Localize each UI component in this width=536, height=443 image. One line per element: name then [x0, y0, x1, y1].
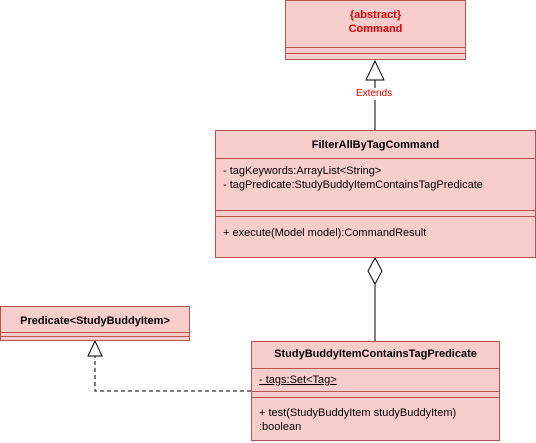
filter-command-name: FilterAllByTagCommand: [311, 139, 440, 151]
aggregation-diamond: [367, 256, 383, 286]
predicate-separator-2: [1, 336, 189, 337]
tag-predicate-separator-attrs-1: [252, 391, 499, 392]
command-class[interactable]: {abstract} Command: [285, 0, 466, 60]
filter-command-attribute: - tagKeywords:ArrayList<String>: [223, 165, 382, 177]
tag-predicate-name: StudyBuddyItemContainsTagPredicate: [274, 348, 477, 360]
filter-command-separator-name: [216, 158, 535, 159]
command-name: Command: [348, 23, 403, 35]
realization-line: [94, 356, 251, 392]
tag-predicate-separator-attrs-2: [252, 397, 499, 398]
tag-predicate-separator-name: [252, 368, 499, 369]
extends-arrowhead: [365, 59, 385, 81]
tag-predicate-class[interactable]: StudyBuddyItemContainsTagPredicate - tag…: [251, 341, 500, 441]
tag-predicate-method-return: :boolean: [259, 421, 302, 433]
predicate-interface-name: Predicate<StudyBuddyItem>: [20, 315, 170, 327]
predicate-interface-class[interactable]: Predicate<StudyBuddyItem>: [0, 306, 190, 341]
command-separator-2: [286, 53, 465, 54]
realization-arrowhead: [87, 339, 103, 357]
filter-command-separator-attrs-1: [216, 210, 535, 211]
command-stereotype: {abstract}: [349, 9, 402, 21]
filter-command-separator-attrs-2: [216, 216, 535, 217]
tag-predicate-method: + test(StudyBuddyItem studyBuddyItem): [259, 407, 457, 419]
extends-label: Extends: [355, 88, 394, 100]
predicate-separator-1: [1, 332, 189, 333]
filter-command-method: + execute(Model model):CommandResult: [223, 227, 427, 239]
filter-all-by-tag-command-class[interactable]: FilterAllByTagCommand - tagKeywords:Arra…: [215, 130, 536, 258]
tag-predicate-attribute: - tags:Set<Tag>: [259, 374, 337, 386]
filter-command-attribute: - tagPredicate:StudyBuddyItemContainsTag…: [223, 179, 483, 191]
command-separator-1: [286, 47, 465, 48]
